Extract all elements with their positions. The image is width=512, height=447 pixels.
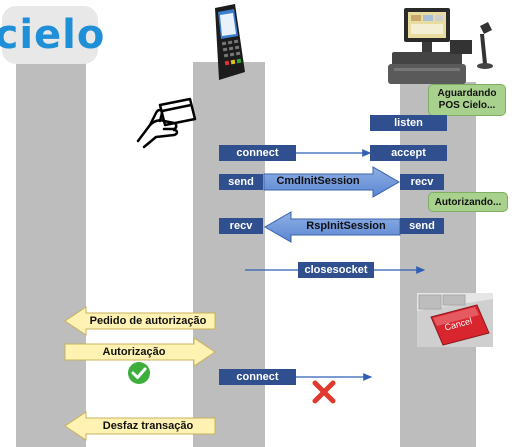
pill-accept: accept <box>370 145 447 161</box>
authorization-label: Autorização <box>102 346 166 358</box>
cielo-logo-text: cielo <box>0 12 106 58</box>
note-authorizing: Autorizando... <box>428 192 508 212</box>
pill-send-2: send <box>400 218 444 234</box>
rsp-init-session-label: RspInitSession <box>306 220 386 232</box>
note-waiting: Aguardando POS Cielo... <box>428 84 506 116</box>
pos-terminal-icon <box>215 4 245 80</box>
pill-send-1: send <box>219 174 263 190</box>
undo-transaction-label: Desfaz transação <box>102 420 194 432</box>
cmd-init-session-label: CmdInitSession <box>276 175 360 187</box>
rsp-init-session-arrow <box>263 211 401 243</box>
cancel-key-icon: Cancel <box>417 293 493 347</box>
note-waiting-text: Aguardando POS Cielo... <box>437 88 497 111</box>
check-icon <box>128 362 150 384</box>
pill-closesocket: closesocket <box>298 262 374 278</box>
lane-client <box>16 62 86 447</box>
note-authorizing-text: Autorizando... <box>434 197 502 208</box>
x-icon <box>312 380 336 404</box>
pill-recv-1: recv <box>400 174 444 190</box>
lane-pos-station <box>400 82 476 447</box>
pill-connect-1: connect <box>219 145 296 161</box>
pill-recv-2: recv <box>219 218 263 234</box>
auth-request-arrow <box>64 306 216 336</box>
authorization-arrow <box>64 337 216 367</box>
undo-transaction-arrow <box>64 411 216 441</box>
cmd-init-session-arrow <box>263 166 401 198</box>
pill-listen: listen <box>370 115 447 131</box>
auth-request-label: Pedido de autorização <box>89 315 207 327</box>
card-hand-icon <box>136 97 197 149</box>
cielo-logo: cielo <box>0 6 104 64</box>
pill-connect-2: connect <box>219 369 296 385</box>
pos-station-icon <box>388 8 493 84</box>
